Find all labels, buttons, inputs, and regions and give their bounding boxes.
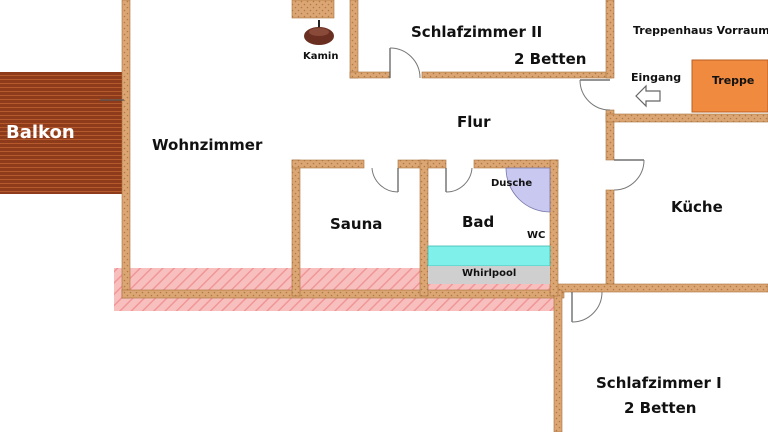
label-dusche: Dusche <box>491 178 532 189</box>
room-label-wohnzimmer: Wohnzimmer <box>152 136 263 154</box>
entrance-arrow-icon <box>635 84 661 108</box>
room-label-sauna: Sauna <box>330 215 382 233</box>
room-label-bad: Bad <box>462 213 494 231</box>
room-label-schlafzimmer-2-beds: 2 Betten <box>514 50 586 68</box>
fireplace-icon <box>304 20 334 45</box>
room-label-schlafzimmer-1: Schlafzimmer I <box>596 374 722 392</box>
label-kamin: Kamin <box>303 51 338 62</box>
label-wc: WC <box>527 230 545 241</box>
room-label-kueche: Küche <box>671 198 723 216</box>
label-eingang: Eingang <box>631 71 681 84</box>
doors <box>100 47 645 323</box>
shower-icon <box>505 167 551 213</box>
label-whirlpool: Whirlpool <box>462 268 516 279</box>
walls <box>121 0 768 432</box>
label-treppe: Treppe <box>712 74 754 87</box>
room-label-schlafzimmer-2: Schlafzimmer II <box>411 23 542 41</box>
whirlpool-tub <box>427 245 551 267</box>
room-label-flur: Flur <box>457 113 491 131</box>
whirlpool-step <box>428 266 550 284</box>
balcony-deck <box>0 72 124 194</box>
room-label-treppenhaus: Treppenhaus Vorraum <box>633 24 768 37</box>
room-label-balkon: Balkon <box>6 122 75 143</box>
stairs <box>691 59 768 113</box>
room-label-schlafzimmer-1-beds: 2 Betten <box>624 399 696 417</box>
